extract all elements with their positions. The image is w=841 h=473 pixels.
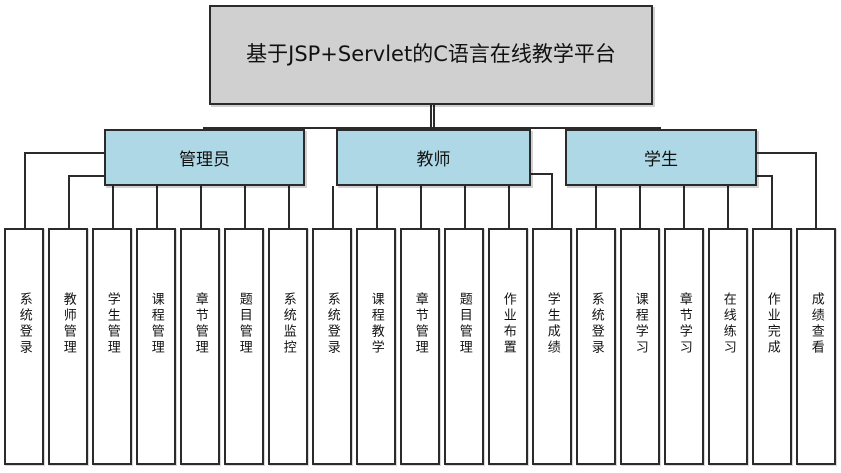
leaf-node: 学生管理 [92,228,132,465]
leaf-node: 课程教学 [356,228,396,465]
leaf-node-label: 系统监控 [280,292,296,356]
leaf-node: 作业完成 [752,228,792,465]
leaf-node-label: 教师管理 [60,292,76,356]
leaf-node-label: 课程学习 [632,292,648,356]
connector-teacher-drop-4 [464,186,466,228]
leaf-node-label: 章节学习 [676,292,692,356]
connector-root-bus [203,127,659,129]
connector-teacher-right [531,173,553,175]
leaf-node-label: 学生管理 [104,292,120,356]
connector-student-right-1-drop [815,152,817,228]
leaf-node-label: 学生成绩 [544,292,560,356]
leaf-node: 学生成绩 [532,228,572,465]
leaf-node-label: 作业布置 [500,292,516,356]
leaf-node-label: 题目管理 [236,292,252,356]
connector-student-drop-3 [683,186,685,228]
leaf-node-label: 题目管理 [456,292,472,356]
leaf-node: 系统登录 [312,228,352,465]
leaf-node: 作业布置 [488,228,528,465]
role-node-admin: 管理员 [104,129,305,186]
role-node-teacher: 教师 [336,129,531,186]
connector-admin-left-2-drop [68,175,70,228]
leaf-node: 题目管理 [444,228,484,465]
leaf-node-label: 课程教学 [368,292,384,356]
leaf-node-label: 在线练习 [720,292,736,356]
role-node-student: 学生 [565,129,757,186]
connector-teacher-drop-3 [420,186,422,228]
role-node-admin-label: 管理员 [179,150,230,170]
connector-admin-left-1-drop [24,152,26,228]
leaf-node-label: 系统登录 [16,292,32,356]
connector-student-drop-2 [639,186,641,228]
connector-root-stem [430,105,432,129]
leaf-node: 系统登录 [4,228,44,465]
leaf-node: 课程管理 [136,228,176,465]
leaf-node: 系统登录 [576,228,616,465]
connector-student-right-2 [757,175,771,177]
connector-teacher-drop-1 [332,186,334,228]
leaf-node: 在线练习 [708,228,748,465]
connector-admin-left-2 [68,175,106,177]
leaf-node: 课程学习 [620,228,660,465]
leaf-node: 章节学习 [664,228,704,465]
leaf-node: 章节管理 [400,228,440,465]
connector-admin-drop-3 [112,186,114,228]
role-node-student-label: 学生 [644,150,678,170]
leaf-node-label: 章节管理 [192,292,208,356]
leaf-node-label: 系统登录 [324,292,340,356]
connector-admin-left-1 [24,152,106,154]
leaf-node: 成绩查看 [796,228,836,465]
connector-student-drop-4 [727,186,729,228]
connector-admin-drop-6 [244,186,246,228]
leaf-node: 题目管理 [224,228,264,465]
leaf-node-label: 章节管理 [412,292,428,356]
connector-teacher-drop-2 [376,186,378,228]
role-node-teacher-label: 教师 [416,150,451,170]
leaf-node: 系统监控 [268,228,308,465]
connector-teacher-drop-5 [508,186,510,228]
connector-student-right-1 [757,152,815,154]
root-node-label: 基于JSP+Servlet的C语言在线教学平台 [246,42,616,67]
leaf-node-label: 作业完成 [764,292,780,356]
leaf-node: 教师管理 [48,228,88,465]
connector-admin-drop-5 [200,186,202,228]
leaf-node-label: 成绩查看 [808,292,824,356]
root-node-title: 基于JSP+Servlet的C语言在线教学平台 [209,5,653,105]
connector-admin-drop-7 [288,186,290,228]
connector-student-drop-1 [595,186,597,228]
connector-student-right-2-drop [771,175,773,228]
leaf-node-label: 系统登录 [588,292,604,356]
connector-teacher-right-drop [551,173,553,228]
leaf-node-label: 课程管理 [148,292,164,356]
connector-admin-drop-4 [156,186,158,228]
connector-root-to-teacher [433,105,435,129]
leaf-node: 章节管理 [180,228,220,465]
